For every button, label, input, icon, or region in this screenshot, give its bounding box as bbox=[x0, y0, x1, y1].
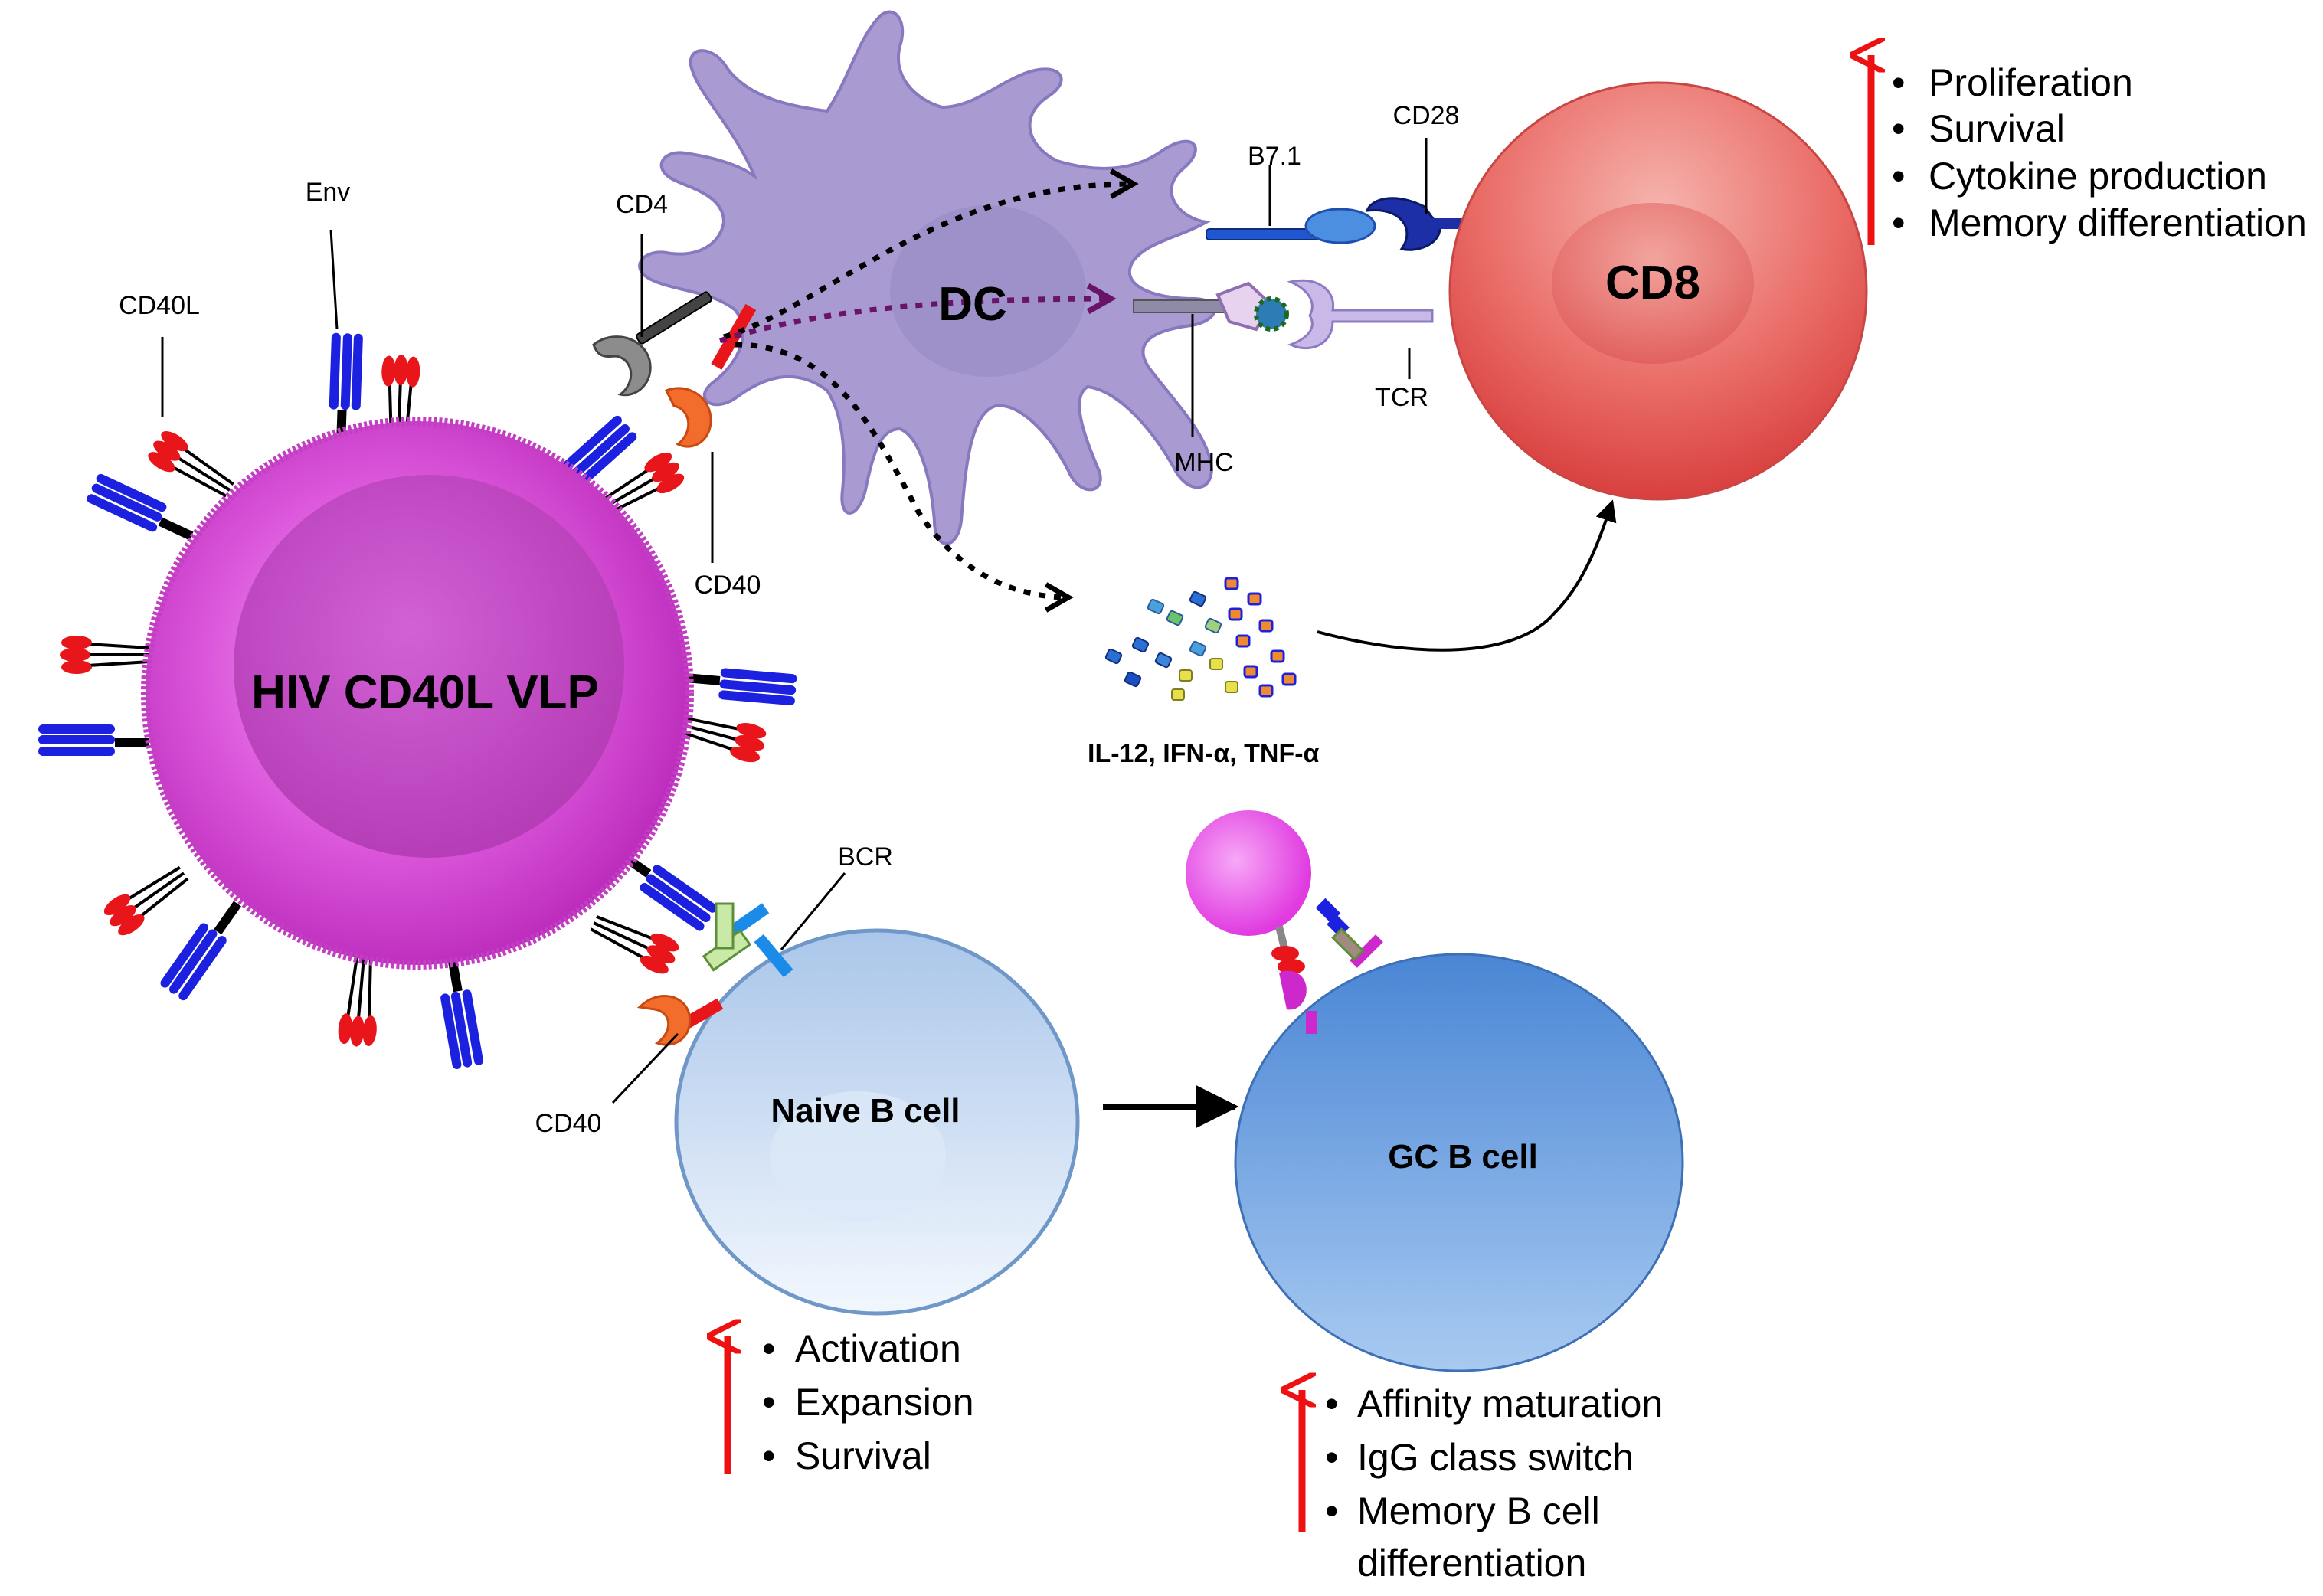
gc-b-outcome-list: • Affinity maturation • IgG class switch… bbox=[1325, 1382, 1663, 1585]
peptide-antigen bbox=[1254, 296, 1289, 332]
cd40-b-label: CD40 bbox=[535, 1109, 602, 1138]
dc-to-b71-arrow bbox=[723, 168, 1139, 340]
cd40-dc-label: CD40 bbox=[695, 571, 761, 600]
cd8-outcome-item: Memory differentiation bbox=[1929, 201, 2307, 244]
vlp-core bbox=[234, 475, 624, 858]
b71-stem bbox=[1206, 228, 1322, 240]
svg-text:•: • bbox=[1892, 107, 1906, 150]
svg-text:•: • bbox=[1325, 1382, 1339, 1425]
svg-text:•: • bbox=[762, 1327, 776, 1370]
vlp-fragment bbox=[1186, 810, 1311, 936]
env-label: Env bbox=[306, 178, 351, 207]
tcr-receptor bbox=[1287, 279, 1434, 349]
cd8-outcome-list: • Proliferation • Survival • Cytokine pr… bbox=[1892, 61, 2307, 244]
naive-b-outcome-item: Survival bbox=[795, 1434, 931, 1477]
dc-to-mhc-arrow bbox=[718, 283, 1117, 344]
dc-to-cytokine-arrow bbox=[735, 342, 1074, 613]
naive-b-label: Naive B cell bbox=[771, 1092, 960, 1130]
leader-lines bbox=[161, 138, 1428, 1104]
cytokine-label: IL-12, IFN-α, TNF-α bbox=[1088, 739, 1320, 768]
gc-b-outcome-item: IgG class switch bbox=[1357, 1436, 1634, 1479]
cd8-outcome-item: Proliferation bbox=[1929, 61, 2133, 104]
cd8-outcome-item: Survival bbox=[1929, 107, 2065, 150]
b71-label: B7.1 bbox=[1248, 142, 1301, 171]
naive-b-nucleus bbox=[770, 1091, 946, 1222]
svg-text:•: • bbox=[1892, 155, 1906, 198]
svg-text:•: • bbox=[1892, 61, 1906, 104]
naive-b-outcome-item: Expansion bbox=[795, 1381, 974, 1424]
dc-nucleus bbox=[890, 205, 1086, 377]
cd28-receptor bbox=[1365, 197, 1441, 251]
cytokine-to-cd8-arrow bbox=[1317, 499, 1617, 652]
cd4-stem bbox=[636, 291, 712, 345]
svg-text:•: • bbox=[1892, 201, 1906, 244]
svg-text:•: • bbox=[762, 1381, 776, 1424]
mhc-stem bbox=[1133, 299, 1226, 313]
cd28-label: CD28 bbox=[1393, 101, 1460, 130]
cd40-dc-stem bbox=[711, 303, 757, 370]
cd8-outcome-item: Cytokine production bbox=[1929, 155, 2267, 198]
gc-b-cell bbox=[1234, 953, 1684, 1372]
cd40-b-receptor bbox=[636, 995, 692, 1046]
cd40l-label: CD40L bbox=[119, 291, 200, 320]
b71-head bbox=[1304, 208, 1376, 244]
cd4-label: CD4 bbox=[616, 190, 668, 219]
vlp-label: HIV CD40L VLP bbox=[251, 666, 599, 719]
cd8-nucleus bbox=[1552, 203, 1754, 364]
cd4-receptor bbox=[592, 335, 652, 397]
gc-b-outcome-item: Memory B cell bbox=[1357, 1490, 1600, 1532]
naive-b-outcome-list: • Activation • Expansion • Survival bbox=[762, 1327, 974, 1477]
svg-text:•: • bbox=[1325, 1490, 1339, 1532]
svg-text:•: • bbox=[1325, 1436, 1339, 1479]
bcr-label: BCR bbox=[838, 842, 893, 872]
gc-b-receptors bbox=[1271, 898, 1383, 1034]
cytokine-cluster bbox=[1104, 577, 1297, 701]
cd40-dc-receptor bbox=[664, 387, 712, 448]
gc-b-outcome-item: Affinity maturation bbox=[1357, 1382, 1663, 1425]
gc-b-label: GC B cell bbox=[1388, 1138, 1538, 1176]
tcr-label: TCR bbox=[1375, 383, 1428, 412]
naive-b-outcome-item: Activation bbox=[795, 1327, 961, 1370]
dc-label: DC bbox=[938, 278, 1007, 331]
cd8-label: CD8 bbox=[1605, 257, 1700, 309]
bcr-receptor bbox=[702, 902, 793, 978]
mhc-label: MHC bbox=[1174, 448, 1233, 477]
svg-text:•: • bbox=[762, 1434, 776, 1477]
gc-b-outcome-item: differentiation bbox=[1357, 1542, 1586, 1585]
